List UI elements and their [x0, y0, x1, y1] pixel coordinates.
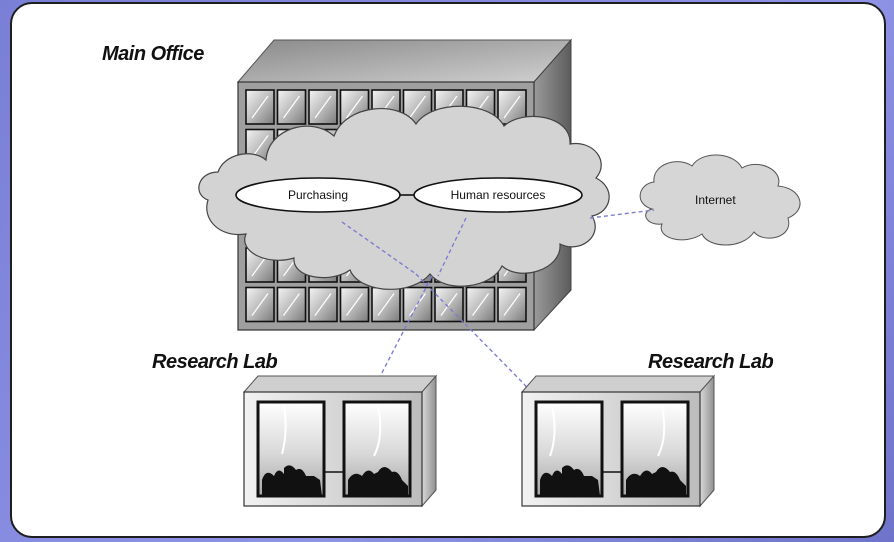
window-glare: [503, 95, 521, 119]
department-cloud: [198, 105, 610, 290]
network-diagram: Internet Purchasing Human resources Main…: [102, 38, 801, 508]
window-glare: [440, 293, 458, 316]
purchasing-link-a: [341, 221, 417, 275]
hr-link-a: [437, 217, 467, 277]
purchasing-node: Purchasing: [235, 177, 401, 213]
window-glare: [472, 293, 489, 316]
purchasing-label: Purchasing: [288, 188, 348, 202]
window-glare: [251, 95, 269, 119]
internet-cloud: Internet: [639, 154, 801, 246]
silhouette-icon: [540, 465, 600, 496]
window-glare: [409, 95, 426, 119]
office-window: [497, 286, 527, 323]
research-lab-right-building: [520, 374, 716, 508]
window-glare: [346, 95, 363, 119]
silhouette-icon: [348, 467, 408, 496]
internet-link: [589, 209, 655, 219]
window-glare: [251, 293, 269, 316]
lab-window-right: [342, 400, 412, 498]
silhouette-icon: [626, 467, 686, 496]
main-office-label: Main Office: [102, 43, 204, 65]
silhouette-icon: [262, 465, 322, 496]
window-glare: [314, 293, 332, 316]
research-lab-left-building: [242, 374, 438, 508]
purchasing-to-right-lab-link: [415, 273, 525, 385]
lab-window-left: [534, 400, 604, 498]
window-glare: [283, 95, 300, 119]
lab-window-left: [256, 400, 326, 498]
hr-to-left-lab-link: [371, 275, 433, 393]
window-glare: [314, 95, 332, 119]
internet-label: Internet: [695, 193, 736, 207]
diagram-panel: Internet Purchasing Human resources Main…: [10, 2, 886, 538]
window-glare: [346, 293, 363, 316]
human-resources-label: Human resources: [451, 188, 546, 202]
research-lab-right-label: Research Lab: [648, 351, 773, 373]
window-glare: [503, 293, 521, 316]
human-resources-node: Human resources: [413, 177, 583, 213]
window-glare: [377, 293, 395, 316]
window-glare: [283, 293, 300, 316]
lab-window-right: [620, 400, 690, 498]
window-glare: [251, 135, 269, 158]
research-lab-left-label: Research Lab: [152, 351, 277, 373]
